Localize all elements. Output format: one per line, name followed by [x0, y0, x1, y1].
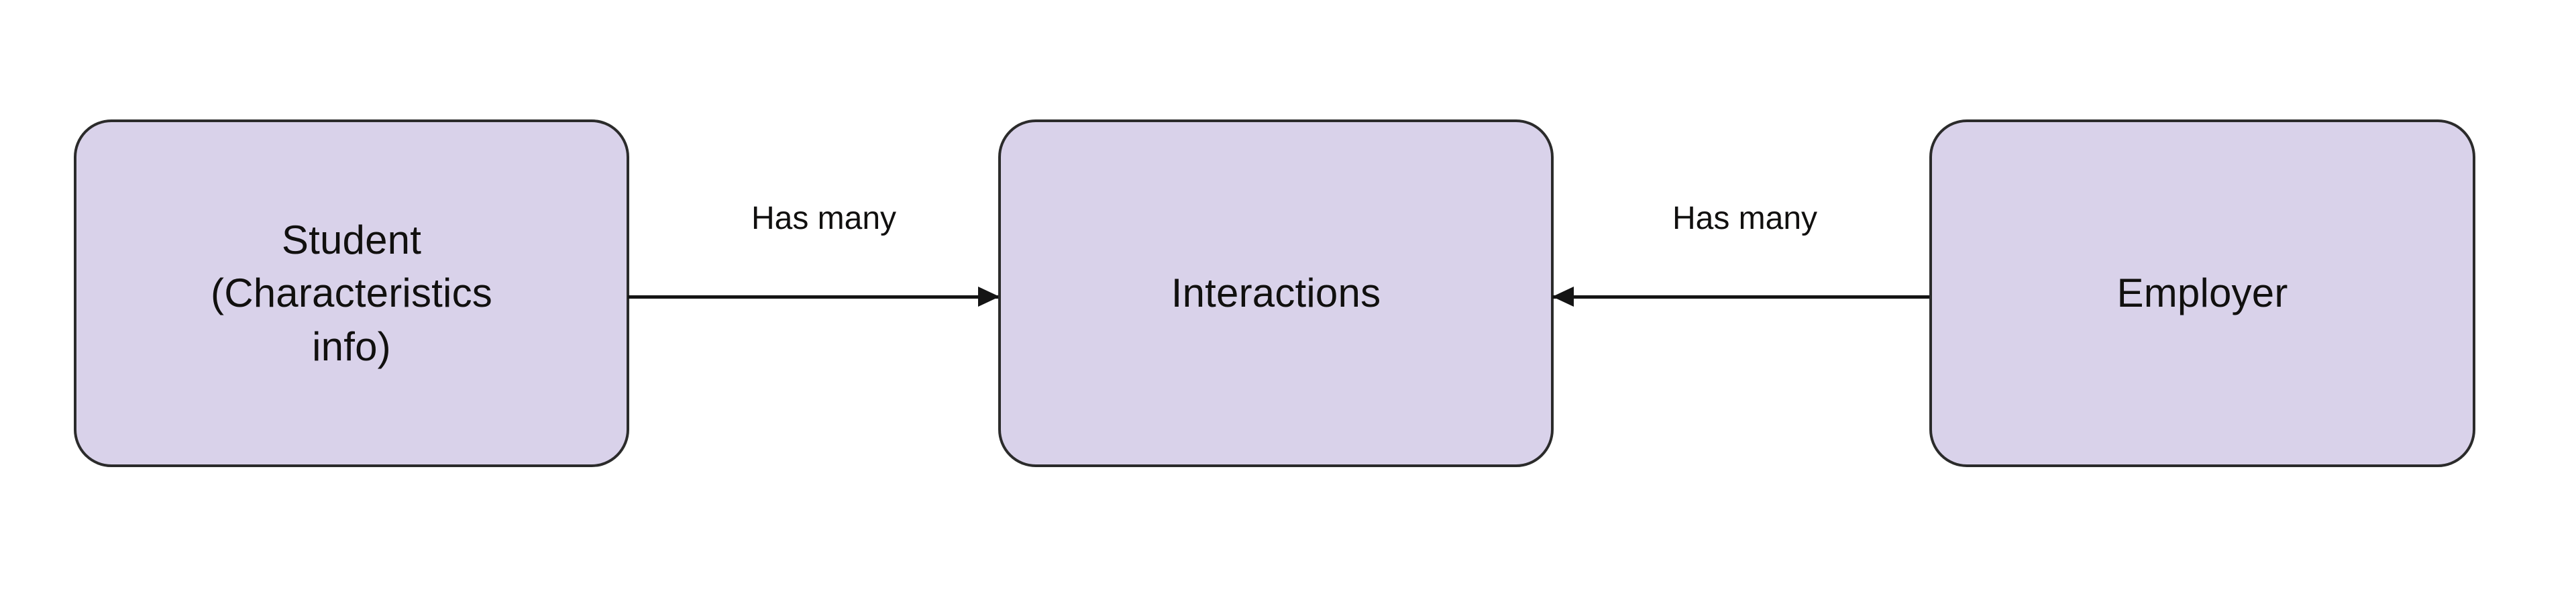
- edge-label-student-to-interactions: Has many: [751, 201, 897, 236]
- edge-line: [1552, 295, 1931, 299]
- node-interactions-label: Interactions: [1171, 270, 1381, 316]
- node-interactions[interactable]: Interactions: [998, 119, 1554, 467]
- arrowhead-left-icon: [1552, 287, 1574, 307]
- node-student-label: Student (Characteristics info): [211, 217, 492, 369]
- node-employer[interactable]: Employer: [1929, 119, 2475, 467]
- node-employer-label: Employer: [2116, 270, 2288, 316]
- edge-label-employer-to-interactions: Has many: [1672, 201, 1818, 236]
- edge-line: [628, 295, 1000, 299]
- arrowhead-right-icon: [978, 287, 1000, 307]
- node-student[interactable]: Student (Characteristics info): [74, 119, 629, 467]
